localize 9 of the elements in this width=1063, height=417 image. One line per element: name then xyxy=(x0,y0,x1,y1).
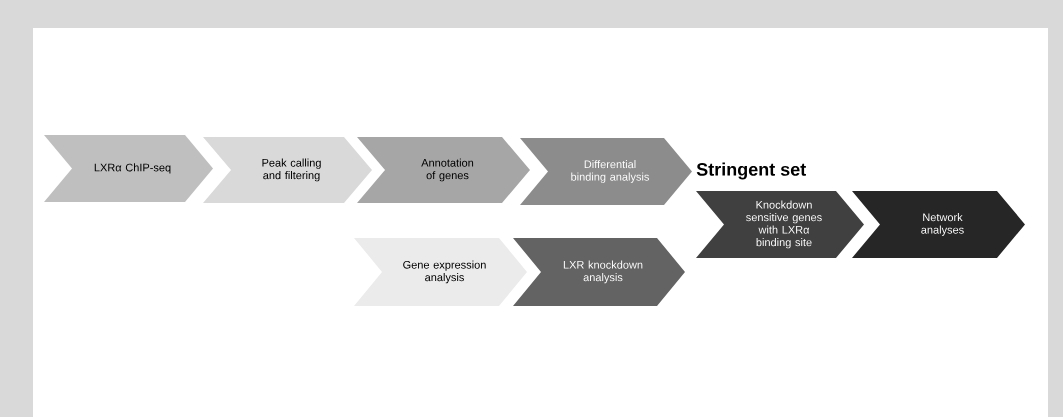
process-step: Gene expression analysis xyxy=(354,238,527,306)
process-step: Differential binding analysis xyxy=(520,138,692,205)
process-step: Knockdown sensitive genes with LXRα binding site xyxy=(696,191,864,258)
process-step: Peak calling and filtering xyxy=(203,137,372,203)
process-step: Network analyses xyxy=(852,191,1025,258)
process-step: LXRα ChIP-seq xyxy=(44,135,213,202)
heading: Stringent set xyxy=(696,162,806,180)
process-step: LXR knockdown analysis xyxy=(513,238,685,306)
process-step: Annotation of genes xyxy=(357,137,530,203)
